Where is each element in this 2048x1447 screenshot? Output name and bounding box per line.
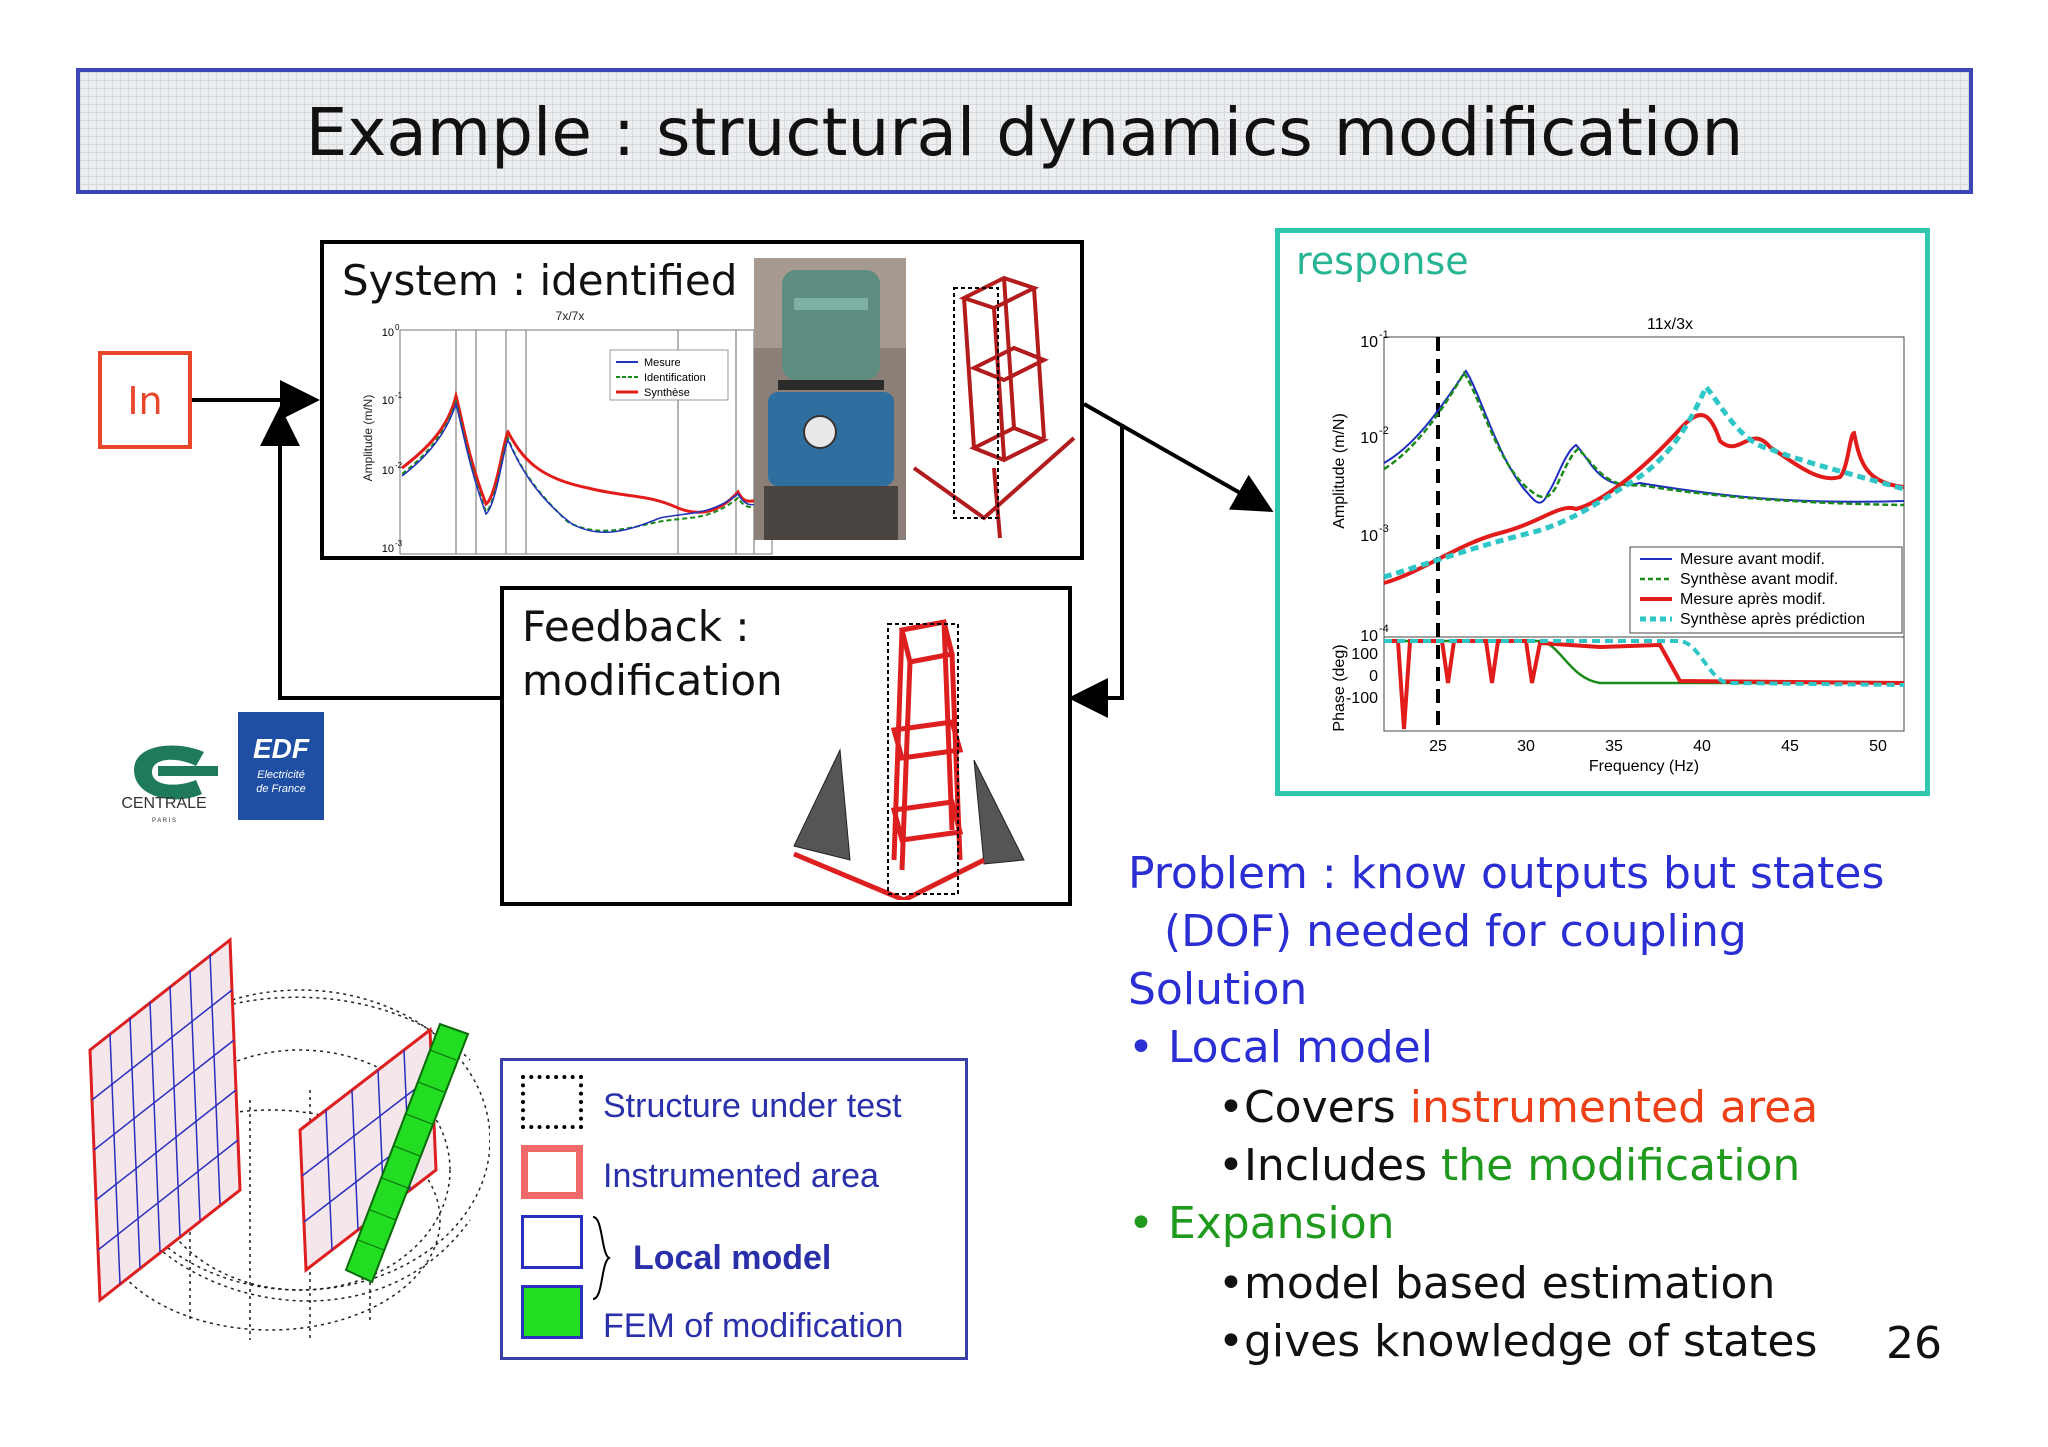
bullet-knowledge: •gives knowledge of states [1218, 1316, 1818, 1367]
svg-text:10: 10 [1360, 430, 1378, 447]
frame-model-feedback [793, 619, 1025, 900]
svg-text:0: 0 [1369, 668, 1378, 685]
feedback-block: Feedback : modification [500, 586, 1072, 906]
svg-text:50: 50 [1869, 738, 1887, 755]
svg-text:40: 40 [1693, 738, 1711, 755]
covers-highlight: instrumented area [1409, 1082, 1819, 1133]
system-block: System : identified 7x/7x Amplitude (m/N… [320, 240, 1084, 560]
svg-text:Frequency (Hz): Frequency (Hz) [1589, 758, 1699, 775]
problem-line-1: Problem : know outputs but states [1128, 848, 1885, 899]
svg-text:10: 10 [382, 395, 394, 407]
svg-text:30: 30 [1517, 738, 1535, 755]
legend-text-instrumented: Instrumented area [603, 1157, 879, 1195]
svg-text:-4: -4 [1379, 623, 1389, 635]
svg-text:de France: de France [256, 783, 306, 795]
svg-text:25: 25 [1429, 738, 1447, 755]
centrale-logo: CENTRALE P A R I S [121, 745, 218, 824]
partner-logos: CENTRALE P A R I S EDF Electricité de Fr… [121, 712, 324, 824]
svg-text:10: 10 [382, 465, 394, 477]
bullet-expansion: • Expansion [1128, 1198, 1395, 1249]
system-plot-title: 7x/7x [556, 309, 585, 323]
svg-text:11x/3x: 11x/3x [1647, 316, 1693, 333]
input-block: In [98, 351, 192, 449]
svg-text:P A R I S: P A R I S [152, 818, 176, 824]
title-bar: Example : structural dynamics modificati… [76, 68, 1973, 194]
bullet-estimation: •model based estimation [1218, 1258, 1776, 1309]
svg-text:-2: -2 [395, 461, 403, 470]
svg-text:Synthèse avant modif.: Synthèse avant modif. [1680, 571, 1838, 588]
feedback-label-line2: modification [522, 656, 783, 705]
svg-text:-100: -100 [1346, 690, 1378, 707]
legend-text-local: Local model [633, 1239, 832, 1277]
edf-logo: EDF Electricité de France [238, 712, 324, 820]
svg-text:45: 45 [1781, 738, 1799, 755]
svg-text:Electricité: Electricité [257, 769, 305, 781]
svg-text:EDF: EDF [253, 733, 310, 764]
legend-swatch-instrumented [521, 1145, 583, 1199]
bullet-local-model: • Local model [1128, 1022, 1433, 1073]
legend-brace [592, 1216, 611, 1300]
response-block: response 11x/3x Amplitude (m/N) Phase (d… [1275, 228, 1930, 796]
response-frf-plot: 11x/3x Amplitude (m/N) Phase (deg) 10 -1… [1331, 316, 1905, 775]
svg-text:10: 10 [382, 327, 394, 339]
legend-text-fem: FEM of modification [603, 1307, 904, 1345]
bullet-includes: •Includes the modification [1218, 1140, 1801, 1191]
system-frf-plot: 7x/7x Amplitude (m/N) 10 0 10 -1 10 -2 1… [361, 309, 773, 555]
svg-text:Identification: Identification [644, 372, 706, 384]
modification-stiffener [344, 1022, 470, 1284]
arrow-system-to-response [1083, 402, 1274, 512]
page-number: 26 [1886, 1318, 1942, 1369]
legend-text-structure: Structure under test [603, 1087, 902, 1125]
svg-text:CENTRALE: CENTRALE [121, 795, 206, 812]
svg-text:Mesure avant modif.: Mesure avant modif. [1680, 551, 1825, 568]
svg-text:Amplitude (m/N): Amplitude (m/N) [1331, 413, 1348, 529]
bullet-covers: •Covers instrumented area [1218, 1082, 1819, 1133]
svg-text:Phase (deg): Phase (deg) [1331, 644, 1348, 731]
legend-swatch-fem [521, 1285, 583, 1339]
instrumented-panel-left [88, 937, 242, 1303]
solution-heading: Solution [1128, 964, 1308, 1015]
svg-text:Mesure après modif.: Mesure après modif. [1680, 591, 1826, 608]
motor-photo [754, 258, 906, 540]
svg-text:-2: -2 [1379, 425, 1389, 437]
frame-model-system [912, 275, 1076, 539]
svg-text:10: 10 [1360, 334, 1378, 351]
svg-text:10: 10 [1360, 628, 1378, 645]
includes-highlight: the modification [1441, 1140, 1801, 1191]
svg-text:-1: -1 [1379, 329, 1389, 341]
feedback-label-line1: Feedback : [522, 602, 750, 651]
svg-text:10: 10 [1360, 528, 1378, 545]
svg-text:0: 0 [395, 323, 400, 332]
arrow-to-feedback [1068, 424, 1124, 718]
svg-text:100: 100 [1351, 646, 1378, 663]
problem-line-2: (DOF) needed for coupling [1164, 906, 1747, 957]
arrow-feedback-to-input [260, 406, 500, 700]
slide-title: Example : structural dynamics modificati… [305, 94, 1744, 171]
input-label: In [127, 379, 163, 423]
legend-swatch-local [521, 1215, 583, 1269]
mesh-legend: Structure under test Instrumented area L… [500, 1058, 968, 1360]
legend-swatch-structure [521, 1075, 583, 1129]
svg-text:-3: -3 [1379, 523, 1389, 535]
svg-text:Mesure: Mesure [644, 357, 681, 369]
svg-text:-1: -1 [395, 391, 403, 400]
svg-text:10: 10 [382, 543, 394, 555]
system-label: System : identified [342, 256, 738, 305]
svg-text:Synthèse: Synthèse [644, 387, 690, 399]
svg-text:-3: -3 [395, 539, 403, 548]
response-label: response [1296, 239, 1469, 283]
fe-mesh-illustration [88, 937, 490, 1340]
system-plot-ylabel: Amplitude (m/N) [361, 395, 375, 482]
svg-text:35: 35 [1605, 738, 1623, 755]
svg-text:Synthèse après prédiction: Synthèse après prédiction [1680, 611, 1865, 628]
